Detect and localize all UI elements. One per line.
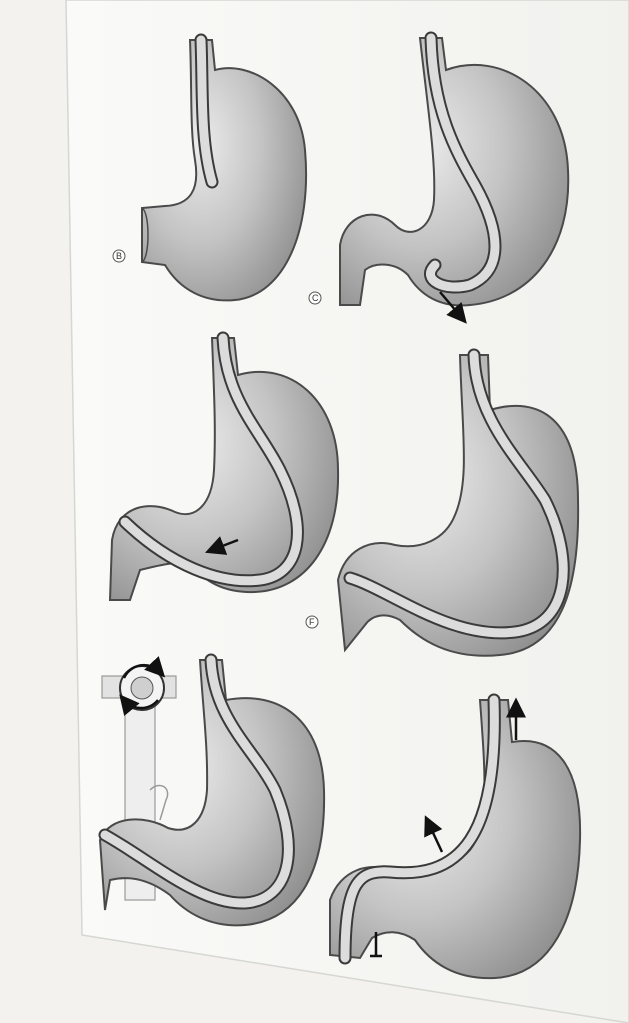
- panel-label-b: B: [116, 251, 122, 261]
- panel-label-c: C: [312, 293, 319, 303]
- panel-label-f: F: [309, 617, 315, 627]
- rotation-dial-icon: [120, 665, 164, 710]
